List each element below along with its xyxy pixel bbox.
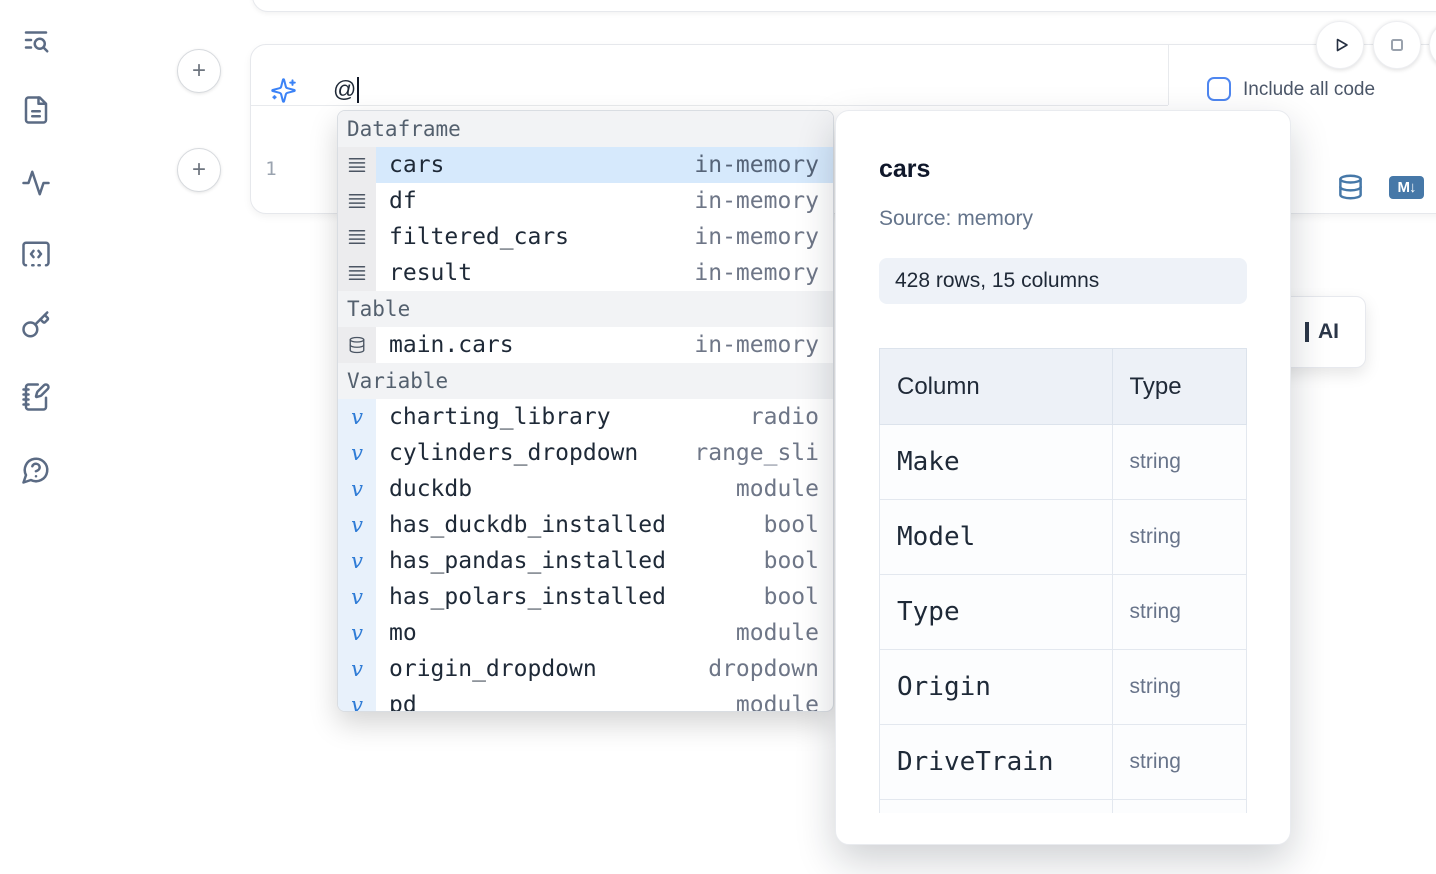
type-header: Type bbox=[1112, 349, 1246, 425]
variable-icon: v bbox=[338, 435, 376, 471]
variable-icon: v bbox=[338, 507, 376, 543]
column-name: Model bbox=[880, 500, 1113, 575]
table-row: DriveTrain string bbox=[880, 725, 1247, 800]
variable-icon: v bbox=[338, 651, 376, 687]
activity-icon[interactable] bbox=[21, 168, 51, 198]
dataframe-icon bbox=[338, 255, 376, 291]
autocomplete-item-has-duckdb-installed[interactable]: v has_duckdb_installedbool bbox=[338, 507, 833, 543]
table-row: Model string bbox=[880, 500, 1247, 575]
snippets-code-icon[interactable] bbox=[21, 239, 51, 269]
ai-sparkles-icon bbox=[270, 77, 297, 104]
column-name bbox=[880, 800, 1113, 814]
column-type bbox=[1112, 800, 1246, 814]
add-cell-below-button[interactable]: + bbox=[177, 148, 221, 192]
ai-prompt-input[interactable]: @ bbox=[333, 76, 359, 103]
preview-title: cars bbox=[879, 155, 930, 184]
variable-icon: v bbox=[338, 543, 376, 579]
prompt-divider bbox=[251, 105, 1168, 106]
column-type: string bbox=[1112, 425, 1246, 500]
autocomplete-item-duckdb[interactable]: v duckdbmodule bbox=[338, 471, 833, 507]
variable-icon: v bbox=[338, 687, 376, 712]
key-icon[interactable] bbox=[21, 310, 51, 340]
section-header-table: Table bbox=[338, 291, 833, 327]
stop-cell-button[interactable] bbox=[1373, 21, 1421, 69]
help-bubble-icon[interactable] bbox=[21, 455, 51, 485]
column-name: Type bbox=[880, 575, 1113, 650]
include-all-code-checkbox[interactable] bbox=[1207, 77, 1231, 101]
shape-badge: 428 rows, 15 columns bbox=[879, 258, 1247, 304]
autocomplete-item-charting-library[interactable]: v charting_libraryradio bbox=[338, 399, 833, 435]
autocomplete-item-has-pandas-installed[interactable]: v has_pandas_installedbool bbox=[338, 543, 833, 579]
autocomplete-item-main-cars[interactable]: main.carsin-memory bbox=[338, 327, 833, 363]
prompt-value: @ bbox=[333, 76, 356, 103]
autocomplete-item-filtered-cars[interactable]: filtered_carsin-memory bbox=[338, 219, 833, 255]
column-header: Column bbox=[880, 349, 1113, 425]
section-header-variable: Variable bbox=[338, 363, 833, 399]
variable-icon: v bbox=[338, 399, 376, 435]
schema-table-wrap: Column Type Make string Model string Typ… bbox=[879, 348, 1247, 813]
table-database-icon bbox=[338, 327, 376, 363]
add-cell-above-button[interactable]: + bbox=[177, 49, 221, 93]
autocomplete-item-pd[interactable]: v pdmodule bbox=[338, 687, 833, 712]
autocomplete-item-mo[interactable]: v momodule bbox=[338, 615, 833, 651]
schema-table: Column Type Make string Model string Typ… bbox=[879, 348, 1247, 813]
line-number: 1 bbox=[260, 158, 282, 180]
table-row-partial bbox=[880, 800, 1247, 814]
autocomplete-dropdown: Dataframe carsin-memory dfin-memory filt… bbox=[337, 110, 834, 712]
autocomplete-item-has-polars-installed[interactable]: v has_polars_installedbool bbox=[338, 579, 833, 615]
column-name: Origin bbox=[880, 650, 1113, 725]
clipped-glyph bbox=[1305, 322, 1309, 342]
autocomplete-item-result[interactable]: resultin-memory bbox=[338, 255, 833, 291]
autocomplete-item-df[interactable]: dfin-memory bbox=[338, 183, 833, 219]
autocomplete-item-cars[interactable]: carsin-memory bbox=[338, 147, 833, 183]
table-row: Origin string bbox=[880, 650, 1247, 725]
autocomplete-item-cylinders-dropdown[interactable]: v cylinders_dropdownrange_sli bbox=[338, 435, 833, 471]
variable-icon: v bbox=[338, 615, 376, 651]
preview-source: Source: memory bbox=[879, 207, 1033, 231]
table-of-contents-search-icon[interactable] bbox=[21, 25, 51, 55]
dataframe-icon bbox=[338, 219, 376, 255]
column-type: string bbox=[1112, 500, 1246, 575]
column-type: string bbox=[1112, 575, 1246, 650]
stop-icon bbox=[1385, 33, 1409, 57]
column-name: Make bbox=[880, 425, 1113, 500]
include-all-code-label: Include all code bbox=[1243, 79, 1375, 101]
notebook-pen-icon[interactable] bbox=[21, 382, 51, 412]
dataframe-preview-panel: cars Source: memory 428 rows, 15 columns… bbox=[835, 110, 1291, 845]
table-row: Make string bbox=[880, 425, 1247, 500]
prompt-checkbox-divider bbox=[1168, 45, 1169, 105]
section-header-dataframe: Dataframe bbox=[338, 111, 833, 147]
ai-label: AI bbox=[1318, 320, 1339, 344]
schema-header-row: Column Type bbox=[880, 349, 1247, 425]
table-row: Type string bbox=[880, 575, 1247, 650]
markdown-export-icon[interactable]: M↓ bbox=[1389, 176, 1424, 199]
run-cell-button[interactable] bbox=[1316, 21, 1364, 69]
column-name: DriveTrain bbox=[880, 725, 1113, 800]
play-icon bbox=[1328, 33, 1352, 57]
dataframe-icon bbox=[338, 147, 376, 183]
column-type: string bbox=[1112, 725, 1246, 800]
variable-icon: v bbox=[338, 471, 376, 507]
file-text-icon[interactable] bbox=[21, 95, 51, 125]
column-type: string bbox=[1112, 650, 1246, 725]
dataframe-icon bbox=[338, 183, 376, 219]
autocomplete-item-origin-dropdown[interactable]: v origin_dropdowndropdown bbox=[338, 651, 833, 687]
variable-icon: v bbox=[338, 579, 376, 615]
database-icon[interactable] bbox=[1337, 172, 1364, 202]
left-sidebar bbox=[0, 0, 70, 874]
previous-cell-card bbox=[252, 0, 1436, 12]
text-caret bbox=[357, 77, 359, 103]
